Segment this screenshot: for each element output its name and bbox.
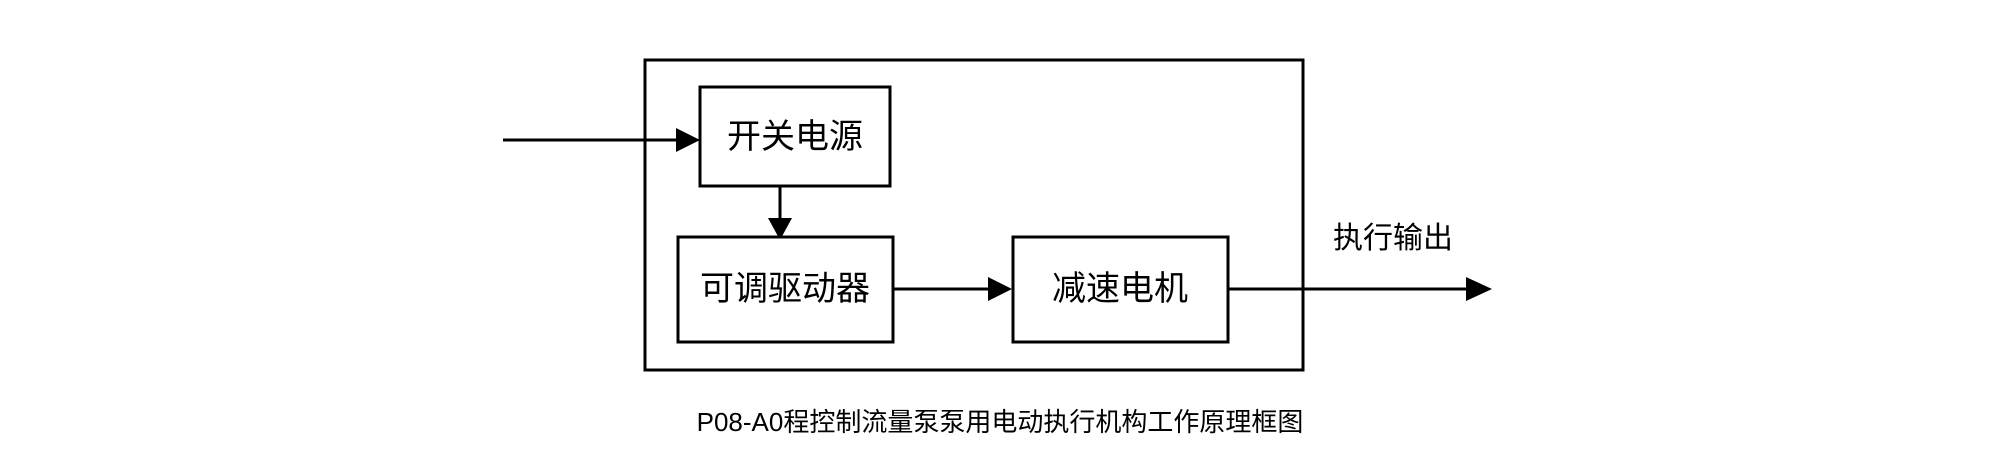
gear-motor-box: [1011, 235, 1230, 344]
figure-caption: P08-A0程控制流量泵泵用电动执行机构工作原理框图: [697, 407, 1304, 437]
adjustable-driver-box: [676, 235, 895, 344]
actuator-output-arrow: [1228, 277, 1492, 301]
gear-motor-label: 减速电机: [1052, 270, 1188, 308]
adjustable-driver-label: 可调驱动器: [700, 270, 870, 308]
block-adjustable-driver[interactable]: 可调驱动器: [676, 235, 895, 344]
block-gear-motor[interactable]: 减速电机: [1011, 235, 1230, 344]
supply-to-driver-arrow: [768, 186, 792, 240]
switching-power-supply-box: [698, 85, 892, 188]
driver-to-motor-arrow: [893, 277, 1012, 301]
block-switching-power-supply[interactable]: 开关电源: [698, 85, 892, 188]
actuator-output-label: 执行输出: [1333, 222, 1453, 255]
power-input-arrow: [503, 128, 700, 152]
switching-power-supply-label: 开关电源: [727, 118, 863, 156]
